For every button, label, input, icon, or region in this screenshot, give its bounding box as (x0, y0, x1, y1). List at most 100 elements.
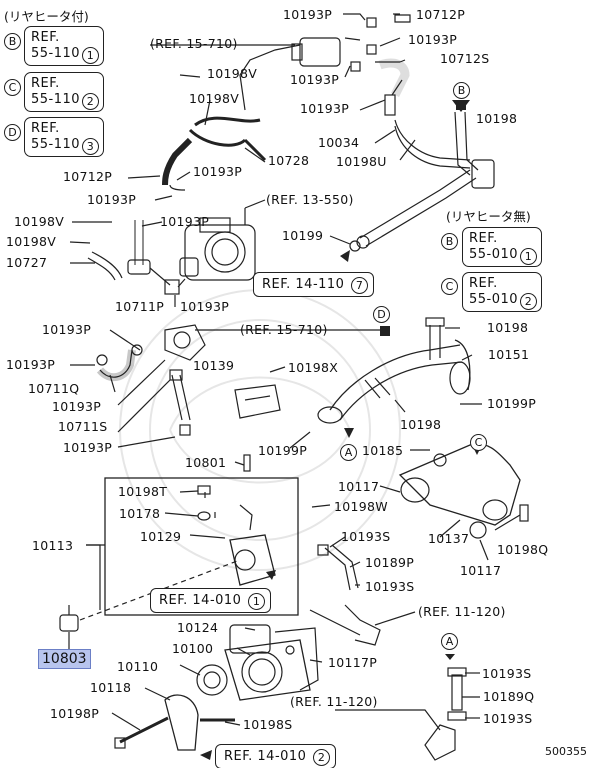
part-label[interactable]: 10100 (172, 641, 214, 656)
arrow-marker-b: B (453, 82, 470, 99)
part-label[interactable]: 10198V (189, 91, 240, 106)
ref-line2: 55-010 (469, 292, 519, 307)
ref-15-710-upper[interactable]: (REF. 15-710) (150, 36, 238, 51)
ref-11-120-lower[interactable]: (REF. 11-120) (290, 694, 378, 709)
part-label[interactable]: 10728 (268, 153, 310, 168)
part-label[interactable]: 10193P (300, 101, 350, 116)
ref-sub-num: 3 (82, 138, 100, 155)
part-label[interactable]: 10198P (50, 706, 100, 721)
part-label[interactable]: 10198 (400, 417, 442, 432)
part-label[interactable]: 10712P (63, 169, 113, 184)
part-label[interactable]: 10193S (482, 666, 532, 681)
part-label[interactable]: 10117 (460, 563, 502, 578)
highlighted-part-10803[interactable]: 10803 (38, 649, 91, 669)
ref-11-120-upper[interactable]: (REF. 11-120) (418, 604, 506, 619)
rear-heater-with-note: (リヤヒータ付) (4, 9, 89, 24)
part-label[interactable]: 10199P (487, 396, 537, 411)
part-label[interactable]: 10801 (185, 455, 227, 470)
part-label[interactable]: 10193P (193, 164, 243, 179)
arrow-marker-d: D (373, 306, 390, 323)
part-label[interactable]: 10198S (243, 717, 293, 732)
part-label[interactable]: 10712S (440, 51, 490, 66)
part-label[interactable]: 10137 (428, 531, 470, 546)
part-label[interactable]: 10711S (58, 419, 108, 434)
ref-link-14-010-2[interactable]: REF. 14-010 2 (215, 744, 337, 768)
part-label[interactable]: 10193P (283, 7, 333, 22)
part-label[interactable]: 10199 (282, 228, 324, 243)
part-label[interactable]: 10198W (334, 499, 388, 514)
part-label[interactable]: 10139 (193, 358, 235, 373)
hose-10712S (378, 59, 410, 97)
ref-marker-b-left: B (4, 33, 21, 50)
part-label[interactable]: 10193P (87, 192, 137, 207)
part-label[interactable]: 10193P (52, 399, 102, 414)
ref-sub-num: 2 (82, 93, 100, 110)
ref-line2: 55-110 (31, 46, 81, 61)
part-label[interactable]: 10178 (119, 506, 161, 521)
part-label[interactable]: 10198T (118, 484, 168, 499)
part-label[interactable]: 10193S (365, 579, 415, 594)
ref-link-14-010-1[interactable]: REF. 14-010 1 (150, 588, 272, 613)
part-label[interactable]: 10193P (408, 32, 458, 47)
part-label[interactable]: 10198V (14, 214, 65, 229)
ref-link-num: 1 (248, 593, 266, 610)
part-label[interactable]: 10198 (476, 111, 518, 126)
part-label[interactable]: 10189P (365, 555, 415, 570)
arrow-marker-a-center: A (340, 444, 357, 461)
part-label[interactable]: 10727 (6, 255, 48, 270)
part-label[interactable]: 10199P (258, 443, 308, 458)
ref-line1: REF. (31, 76, 60, 91)
part-label[interactable]: 10129 (140, 529, 182, 544)
part-label[interactable]: 10151 (488, 347, 530, 362)
part-label[interactable]: 10193P (160, 214, 210, 229)
part-label[interactable]: 10193P (42, 322, 92, 337)
figure-number: 500355 (545, 745, 587, 758)
part-label[interactable]: 10193P (290, 72, 340, 87)
hose-10728 (188, 116, 267, 162)
part-label[interactable]: 10189Q (483, 689, 535, 704)
part-label[interactable]: 10711P (115, 299, 165, 314)
part-label[interactable]: 10193S (341, 529, 391, 544)
part-label[interactable]: 10712P (416, 7, 466, 22)
part-label[interactable]: 10198 (487, 320, 529, 335)
part-label[interactable]: 10193S (483, 711, 533, 726)
part-label[interactable]: 10113 (32, 538, 74, 553)
ref-15-710-middle[interactable]: (REF. 15-710) (240, 322, 328, 337)
ref-line2: 55-110 (31, 92, 81, 107)
part-label[interactable]: 10198Q (497, 542, 549, 557)
part-label[interactable]: 10193P (180, 299, 230, 314)
ref-line1: REF. (469, 231, 498, 246)
ref-marker-b-right: B (441, 233, 458, 250)
ref-marker-c-left: C (4, 79, 21, 96)
ref-13-550[interactable]: (REF. 13-550) (266, 192, 354, 207)
arrow-marker-a-right: A (441, 633, 458, 650)
part-label[interactable]: 10117 (338, 479, 380, 494)
rear-heater-without-note: (リヤヒータ無) (446, 209, 531, 224)
part-label[interactable]: 10198X (288, 360, 339, 375)
part-label[interactable]: 10198U (336, 154, 387, 169)
part-label[interactable]: 10193P (63, 440, 113, 455)
part-label[interactable]: 10034 (318, 135, 360, 150)
ref-link-14-110[interactable]: REF. 14-110 7 (253, 272, 375, 297)
ref-line2: 55-110 (31, 137, 81, 152)
part-label[interactable]: 10193P (6, 357, 56, 372)
ref-link-text: REF. 14-010 (159, 593, 242, 608)
part-label[interactable]: 10110 (117, 659, 159, 674)
ref-line1: REF. (31, 121, 60, 136)
part-label[interactable]: 10711Q (28, 381, 80, 396)
part-label[interactable]: 10124 (177, 620, 219, 635)
part-label[interactable]: 10117P (328, 655, 378, 670)
part-label[interactable]: 10198V (207, 66, 258, 81)
ref-sub-num: 2 (520, 293, 538, 310)
part-label[interactable]: 10198V (6, 234, 57, 249)
part-label[interactable]: 10185 (362, 443, 404, 458)
part-label[interactable]: 10118 (90, 680, 132, 695)
ref-sub-num: 1 (520, 248, 538, 265)
